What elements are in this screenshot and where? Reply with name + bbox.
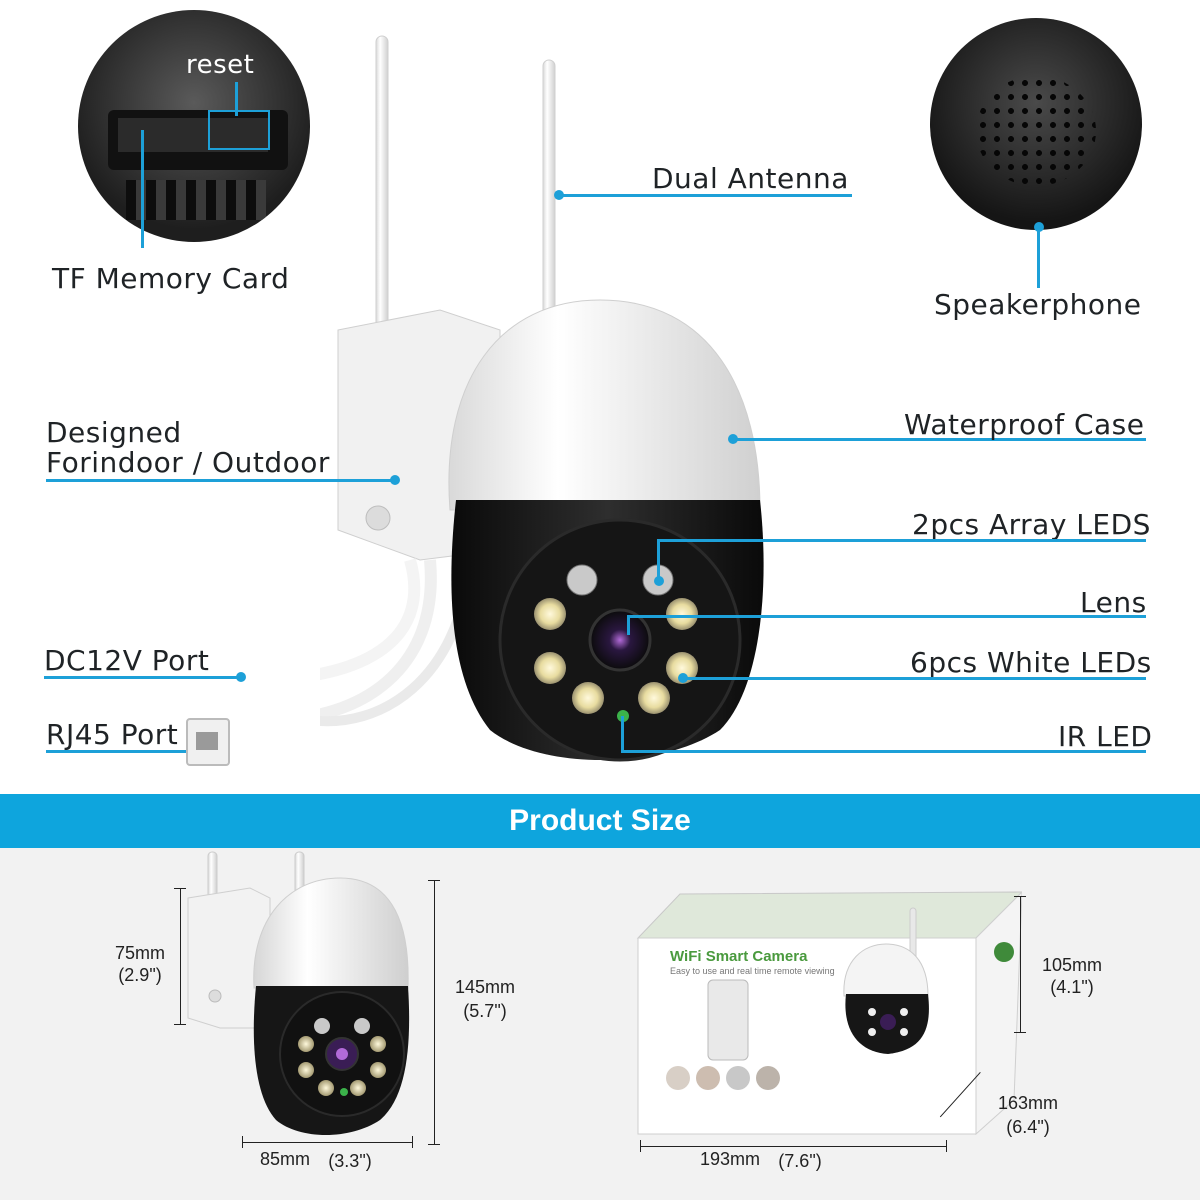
product-size-banner: Product Size <box>0 794 1200 848</box>
array-leds-line <box>660 539 1146 542</box>
camera-width-inch: (3.3") <box>328 1151 372 1171</box>
designed-line <box>46 479 396 482</box>
box-title: WiFi Smart Camera <box>670 948 808 965</box>
white-leds-dot <box>678 673 688 683</box>
lens-vline <box>627 615 630 635</box>
total-height-line <box>434 880 435 1144</box>
antenna-label: Dual Antenna <box>652 162 849 195</box>
designed-label-line2: Forindoor / Outdoor <box>46 446 330 479</box>
waterproof-label: Waterproof Case <box>904 408 1145 441</box>
designed-dot <box>390 475 400 485</box>
box-width-line <box>640 1146 946 1147</box>
reset-label: reset <box>186 50 255 80</box>
box-height-inch: (4.1") <box>1050 977 1094 997</box>
total-height-value: 145mm <box>454 977 516 997</box>
speaker-inset <box>930 18 1142 230</box>
section-title: Product Size <box>509 804 691 837</box>
camera-illustration <box>320 35 764 762</box>
speaker-label: Speakerphone <box>934 288 1142 321</box>
ir-led-label: IR LED <box>1058 720 1153 753</box>
speaker-dot <box>1034 222 1044 232</box>
tf-card-line <box>141 130 144 248</box>
waterproof-dot <box>728 434 738 444</box>
ir-led-line <box>624 750 1146 753</box>
dome-height-inch: (2.9") <box>118 965 162 985</box>
speaker-line <box>1037 228 1040 288</box>
reset-line <box>235 82 238 116</box>
antenna-line <box>560 194 852 197</box>
dome-height-value: 75mm <box>114 943 165 963</box>
dc-port-label: DC12V Port <box>44 644 210 677</box>
antenna-dot <box>554 190 564 200</box>
box-depth-inch: (6.4") <box>1006 1117 1050 1137</box>
product-box: WiFi Smart Camera Easy to use and real t… <box>636 888 1022 1156</box>
waterproof-line <box>734 438 1146 441</box>
box-width-value: 193mm <box>699 1149 761 1169</box>
box-height-value: 105mm <box>1041 955 1103 975</box>
rj45-line <box>46 750 196 753</box>
ir-led-vline <box>621 716 624 753</box>
array-leds-dot <box>654 576 664 586</box>
dc-port-line <box>44 676 240 679</box>
array-leds-label: 2pcs Array LEDS <box>912 508 1151 541</box>
box-height-line <box>1020 896 1021 1032</box>
white-leds-line <box>684 677 1146 680</box>
total-height-inch: (5.7") <box>463 1001 507 1021</box>
array-leds-vline <box>657 539 660 579</box>
lens-line <box>630 615 1146 618</box>
tf-card-inset <box>78 10 310 242</box>
designed-label-line1: Designed <box>46 416 182 449</box>
white-leds-label: 6pcs White LEDs <box>910 646 1152 679</box>
box-depth-value: 163mm <box>997 1093 1059 1113</box>
tf-card-label: TF Memory Card <box>52 262 290 295</box>
box-width-inch: (7.6") <box>778 1151 822 1171</box>
product-diagram: reset TF Memory Card Speakerphone <box>44 10 1153 766</box>
box-subtitle: Easy to use and real time remote viewing <box>670 966 835 976</box>
camera-width-line <box>242 1142 412 1143</box>
camera-size-illustration <box>187 851 410 1135</box>
dome-height-line <box>180 888 181 1024</box>
rj45-connector-icon <box>186 718 230 766</box>
lens-label: Lens <box>1080 586 1147 619</box>
dimensions-panel: 75mm (2.9") 145mm (5.7") 85mm (3.3") <box>0 848 1200 1200</box>
dc-port-dot <box>236 672 246 682</box>
camera-width-value: 85mm <box>259 1149 310 1169</box>
rj45-label: RJ45 Port <box>46 718 179 751</box>
